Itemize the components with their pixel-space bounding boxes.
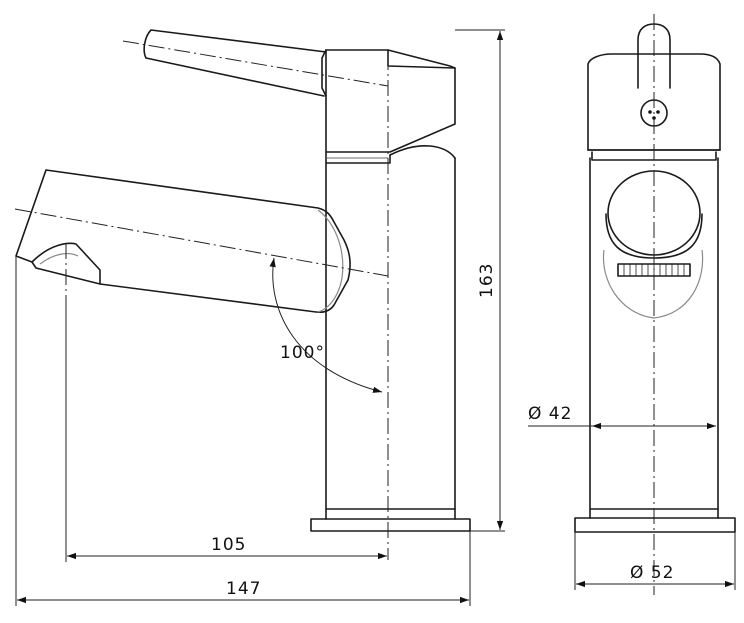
base-plate-front	[574, 517, 736, 533]
base-diameter-label: Ø 52	[630, 563, 674, 583]
reach-label: 105	[211, 535, 246, 555]
length-label: 147	[226, 579, 261, 599]
collar-side	[325, 151, 391, 164]
base-plate-side	[310, 518, 471, 532]
side-view: 100° 163 105 147	[14, 29, 505, 606]
front-view: Ø 42 Ø 52	[528, 14, 736, 595]
handle-head-front	[587, 53, 721, 151]
handle-head-side	[325, 49, 456, 153]
body-cylinder-side	[325, 157, 456, 510]
aerator-side	[31, 242, 101, 285]
angle-label: 100°	[280, 343, 325, 363]
lever-arm-side	[143, 29, 327, 97]
body-diameter-label: Ø 42	[528, 404, 572, 424]
angle-arc	[269, 257, 383, 393]
height-label: 163	[477, 263, 497, 298]
